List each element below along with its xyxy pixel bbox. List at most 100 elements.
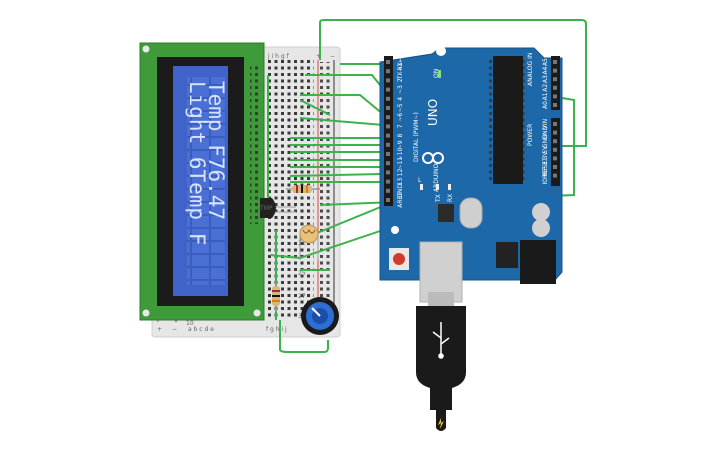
dc-jack[interactable] — [520, 240, 556, 284]
digital-pin-label: 2 — [397, 78, 404, 82]
mount-hole — [142, 309, 150, 317]
lcd-module: Temp F76.47 Light 6Temp F — [139, 42, 265, 321]
resistor[interactable] — [272, 282, 280, 312]
digital-pin[interactable] — [386, 152, 390, 156]
digital-pin[interactable] — [386, 87, 390, 92]
analog-pin[interactable] — [553, 68, 557, 73]
breadboard-top-letters: j i h g f — [267, 53, 290, 60]
breadboard-bottom-letters-right: f g h i j — [266, 326, 287, 333]
rail-plus-label: + — [157, 326, 162, 333]
temperature-sensor[interactable]: TMP — [259, 198, 296, 218]
digital-pin[interactable] — [386, 96, 390, 101]
lcd-line-1: Temp F76.47 — [204, 81, 228, 220]
analog-pin[interactable] — [553, 77, 557, 82]
digital-pin[interactable] — [386, 69, 390, 74]
usb-cable[interactable] — [416, 241, 466, 431]
usb-port — [419, 241, 463, 303]
digital-pin-label: ~11 — [397, 157, 404, 170]
rail-minus-label-top: − — [330, 53, 335, 60]
wire — [299, 225, 396, 259]
analog-pin[interactable] — [553, 85, 557, 90]
mount-hole — [253, 309, 261, 317]
analog-pin-label: A3 — [542, 75, 549, 83]
analog-pin-label: A2 — [542, 84, 549, 92]
row-number: 10 — [186, 320, 194, 327]
led-tx-label: TX — [435, 194, 442, 203]
rail-minus-label: − — [172, 326, 177, 333]
digital-pin[interactable] — [386, 198, 390, 202]
wire — [319, 19, 587, 147]
microcontroller-chip — [493, 56, 523, 184]
analog-pin-label: A1 — [542, 92, 549, 100]
wire — [299, 117, 385, 126]
power-pin[interactable] — [553, 165, 557, 169]
crystal — [459, 197, 483, 229]
on-led — [438, 70, 441, 78]
analog-pin[interactable] — [553, 60, 557, 64]
led — [448, 184, 451, 190]
analog-pin[interactable] — [553, 94, 557, 99]
temp-sensor-label: TMP — [259, 205, 273, 212]
power-pin-label: GND — [542, 134, 549, 148]
digital-pin[interactable] — [386, 106, 390, 110]
power-pin-label: VIN — [542, 119, 549, 129]
mount-hole — [142, 45, 150, 53]
resistor[interactable] — [286, 185, 320, 193]
power-pin[interactable] — [553, 156, 557, 161]
digital-pin-label: ~3 — [397, 85, 404, 94]
lightning-bolt-icon — [438, 418, 444, 429]
capacitor — [532, 203, 550, 221]
analog-header — [551, 56, 560, 110]
on-led-label: ON — [433, 69, 440, 78]
digital-pin[interactable] — [386, 78, 390, 83]
analog-pin-label: A5 — [542, 58, 549, 66]
digital-pin-label: ~10 — [397, 147, 404, 160]
digital-header — [384, 56, 393, 206]
arduino-logo-icon — [422, 152, 444, 164]
digital-pin[interactable] — [386, 60, 390, 64]
digital-pin[interactable] — [386, 115, 390, 120]
digital-pin[interactable] — [386, 188, 390, 193]
power-pin[interactable] — [553, 130, 557, 135]
power-pin-label: IOREF — [542, 166, 549, 184]
photoresistor[interactable] — [299, 224, 319, 260]
power-label: POWER — [527, 124, 534, 146]
row-number: 21 — [298, 240, 306, 247]
digital-label: DIGITAL (PWM~) — [413, 112, 420, 162]
digital-pin[interactable] — [386, 133, 390, 138]
power-pin[interactable] — [553, 147, 557, 152]
analog-pin[interactable] — [553, 103, 557, 107]
digital-pin-label: 12 — [397, 168, 404, 176]
power-pin-label: 5V — [542, 145, 549, 154]
digital-pin-label: TX→1 — [397, 63, 404, 81]
digital-pin[interactable] — [386, 142, 390, 147]
power-pin-label: GND — [542, 125, 549, 139]
wire — [299, 99, 331, 116]
usb-symbol-icon — [432, 322, 450, 359]
power-pin[interactable] — [553, 173, 557, 178]
power-header — [551, 118, 560, 186]
analog-pin-label: A4 — [542, 66, 549, 74]
digital-pin-label: 13 — [397, 178, 404, 186]
led-rx-label: RX — [447, 194, 454, 202]
digital-pin[interactable] — [386, 124, 390, 129]
potentiometer[interactable] — [301, 297, 339, 335]
lcd-line-2: Light 6Temp F — [185, 81, 209, 245]
digital-pin[interactable] — [386, 179, 390, 184]
board-model: UNO — [426, 99, 440, 126]
digital-pin[interactable] — [386, 161, 390, 166]
digital-pin[interactable] — [386, 170, 390, 175]
led-l-label: L — [418, 177, 422, 184]
reset-button-cap[interactable] — [393, 253, 405, 265]
power-pin[interactable] — [553, 139, 557, 144]
capacitor — [532, 219, 550, 237]
digital-pin-label: AREF — [397, 192, 404, 208]
power-pin[interactable] — [553, 122, 557, 126]
led — [436, 184, 439, 190]
analog-pin-label: A0 — [542, 101, 549, 109]
